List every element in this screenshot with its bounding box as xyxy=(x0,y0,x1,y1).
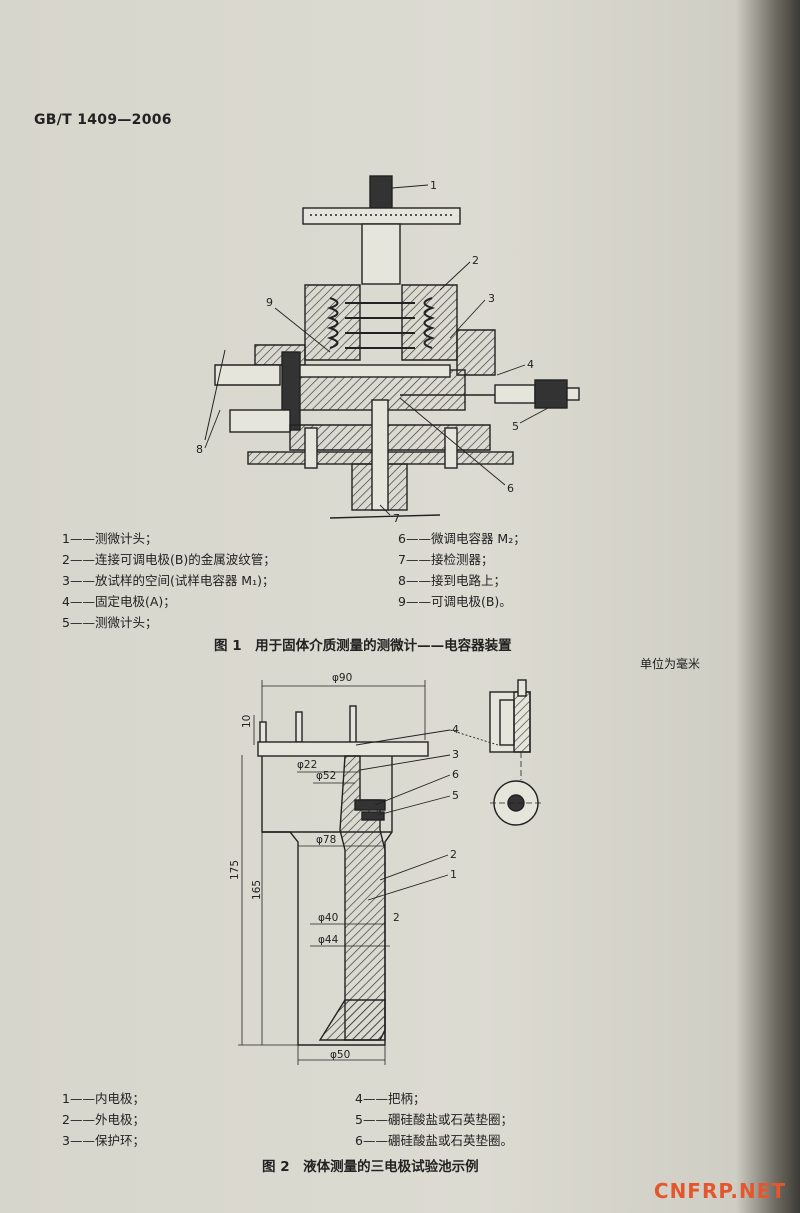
dim-phi40: φ40 xyxy=(318,912,338,924)
dim-gap-2: 2 xyxy=(393,912,400,924)
dim-phi90: φ90 xyxy=(332,672,352,684)
fig2-legend-right: 4——把柄； 5——硼硅酸盐或石英垫圈； 6——硼硅酸盐或石英垫圈。 xyxy=(355,1088,513,1151)
fig1-legend-right: 6——微调电容器 M₂； 7——接检测器； 8——接到电路上； 9——可调电极(… xyxy=(398,528,526,612)
figure1-callouts: 1 2 3 4 5 6 7 8 9 xyxy=(196,179,534,525)
fig1-callout-8: 8 xyxy=(196,443,203,456)
fig2-legend-left: 1——内电极； 2——外电极； 3——保护环； xyxy=(62,1088,145,1151)
fig1-callout-4: 4 xyxy=(527,358,534,371)
standard-number: GB/T 1409—2006 xyxy=(34,112,172,128)
fig1-legend-item: 9——可调电极(B)。 xyxy=(398,594,512,609)
fig1-callout-1: 1 xyxy=(430,179,437,192)
figure2-callouts: 4 3 6 5 2 1 xyxy=(450,723,459,881)
fig1-callout-2: 2 xyxy=(472,254,479,267)
fig1-callout-6: 6 xyxy=(507,482,514,495)
dim-phi44: φ44 xyxy=(318,934,339,946)
fig1-legend-item: 2——连接可调电极(B)的金属波纹管； xyxy=(62,552,276,567)
fig2-callout-6: 6 xyxy=(452,768,459,781)
fig1-callout-5: 5 xyxy=(512,420,519,433)
dim-10: 10 xyxy=(241,715,253,728)
fig2-legend-item: 4——把柄； xyxy=(355,1091,426,1106)
dim-phi52: φ52 xyxy=(316,770,336,782)
fig2-callout-2: 2 xyxy=(450,848,457,861)
fig1-legend-item: 6——微调电容器 M₂； xyxy=(398,531,526,546)
fig1-callout-9: 9 xyxy=(266,296,273,309)
figure2-caption: 图 2 液体测量的三电极试验池示例 xyxy=(262,1159,479,1175)
dim-phi22: φ22 xyxy=(297,759,317,771)
fig2-callout-5: 5 xyxy=(452,789,459,802)
dim-phi50: φ50 xyxy=(330,1049,350,1061)
fig2-legend-item: 6——硼硅酸盐或石英垫圈。 xyxy=(355,1133,513,1148)
fig2-legend-item: 1——内电极； xyxy=(62,1091,145,1106)
fig1-callout-3: 3 xyxy=(488,292,495,305)
fig1-legend-item: 3——放试样的空间(试样电容器 M₁)； xyxy=(62,573,275,588)
dim-165: 165 xyxy=(251,880,263,900)
fig2-legend-item: 3——保护环； xyxy=(62,1133,145,1148)
fig1-legend-left: 1——测微计头； 2——连接可调电极(B)的金属波纹管； 3——放试样的空间(试… xyxy=(62,528,276,633)
fig2-legend-item: 5——硼硅酸盐或石英垫圈； xyxy=(355,1112,513,1127)
fig1-callout-7: 7 xyxy=(393,512,400,525)
fig2-callout-4: 4 xyxy=(452,723,459,736)
watermark: CNFRP.NET xyxy=(653,1179,786,1203)
figure2-dimensions: φ90 10 φ22 φ52 φ78 175 165 φ40 2 φ44 φ50 xyxy=(229,672,400,1061)
unit-note: 单位为毫米 xyxy=(640,657,701,671)
dim-175: 175 xyxy=(229,860,241,880)
figure2-drawing xyxy=(238,679,542,1065)
fig1-legend-item: 8——接到电路上； xyxy=(398,573,506,588)
fig1-legend-item: 7——接检测器； xyxy=(398,552,494,567)
fig1-legend-item: 4——固定电极(A)； xyxy=(62,594,176,609)
figure1-caption: 图 1 用于固体介质测量的测微计——电容器装置 xyxy=(214,638,512,654)
fig2-callout-1: 1 xyxy=(450,868,457,881)
figure1-drawing xyxy=(204,175,580,519)
dim-phi78: φ78 xyxy=(316,834,336,846)
fig2-callout-3: 3 xyxy=(452,748,459,761)
fig2-legend-item: 2——外电极； xyxy=(62,1112,145,1127)
fig1-legend-item: 1——测微计头； xyxy=(62,531,158,546)
fig1-legend-item: 5——测微计头； xyxy=(62,615,158,630)
